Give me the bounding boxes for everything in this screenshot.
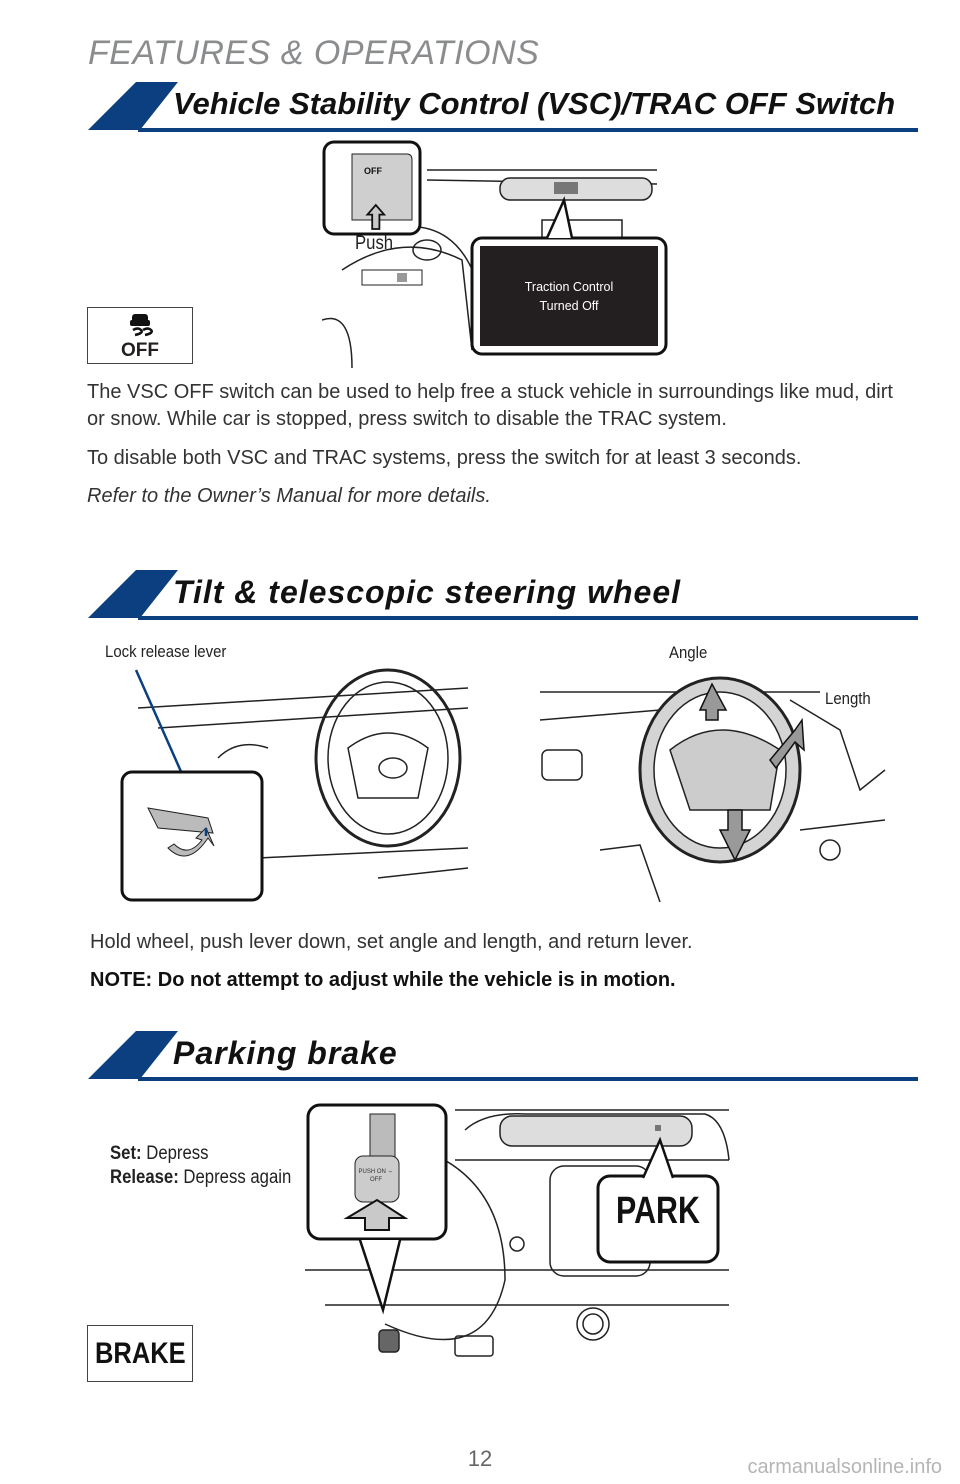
angle-length-illustration — [540, 676, 886, 902]
set-value: Depress — [141, 1143, 209, 1164]
section-title: Parking brake — [173, 1035, 398, 1071]
release-key: Release: — [110, 1167, 179, 1188]
header-rule — [138, 1077, 918, 1081]
vsc-illustration — [322, 140, 668, 368]
vsc-off-icon: OFF — [87, 307, 193, 364]
parking-instructions: Set: Depress Release: Depress again — [110, 1142, 291, 1190]
push-label: Push — [355, 233, 394, 254]
display-line-2: Turned Off — [539, 299, 599, 313]
page-number: 12 — [467, 1446, 493, 1471]
brake-icon: BRAKE — [87, 1325, 193, 1382]
brake-icon-text: BRAKE — [94, 1336, 186, 1370]
parking-illustration — [305, 1103, 730, 1357]
vsc-paragraph-1: The VSC OFF switch can be used to help f… — [87, 381, 893, 430]
icon-text: OFF — [121, 340, 159, 361]
section-header-parking: Parking brake — [88, 1031, 918, 1081]
section-title: Tilt & telescopic steering wheel — [173, 574, 681, 610]
traction-display: Traction Control Turned Off — [480, 278, 658, 316]
chapter-heading: FEATURES & OPERATIONS — [88, 34, 540, 72]
lock-release-label: Lock release lever — [105, 642, 227, 661]
switch-label: OFF — [364, 166, 382, 176]
set-key: Set: — [110, 1143, 142, 1164]
header-accent — [88, 570, 178, 618]
header-rule — [138, 616, 918, 620]
header-accent — [88, 1031, 178, 1079]
section-header-tilt: Tilt & telescopic steering wheel — [88, 570, 918, 620]
skid-car-icon — [130, 314, 153, 337]
release-value: Depress again — [178, 1167, 292, 1188]
park-display: PARK — [616, 1190, 700, 1232]
header-rule — [138, 128, 918, 132]
angle-label: Angle — [669, 643, 708, 662]
section-header-vsc: Vehicle Stability Control (VSC)/TRAC OFF… — [88, 82, 918, 132]
vsc-note: Refer to the Owner’s Manual for more det… — [87, 485, 491, 507]
watermark: carmanualsonline.info — [747, 1456, 942, 1478]
display-line-1: Traction Control — [524, 280, 614, 294]
tilt-note: NOTE: Do not attempt to adjust while the… — [90, 969, 676, 991]
tilt-paragraph: Hold wheel, push lever down, set angle a… — [90, 931, 693, 953]
section-title: Vehicle Stability Control (VSC)/TRAC OFF… — [173, 86, 896, 121]
vsc-paragraph-2: To disable both VSC and TRAC systems, pr… — [87, 447, 802, 469]
lock-lever-illustration — [120, 668, 469, 902]
brake-pedal-text: PUSH ON ⇔ OFF — [358, 1169, 394, 1183]
length-label: Length — [825, 689, 871, 708]
header-accent — [88, 82, 178, 130]
